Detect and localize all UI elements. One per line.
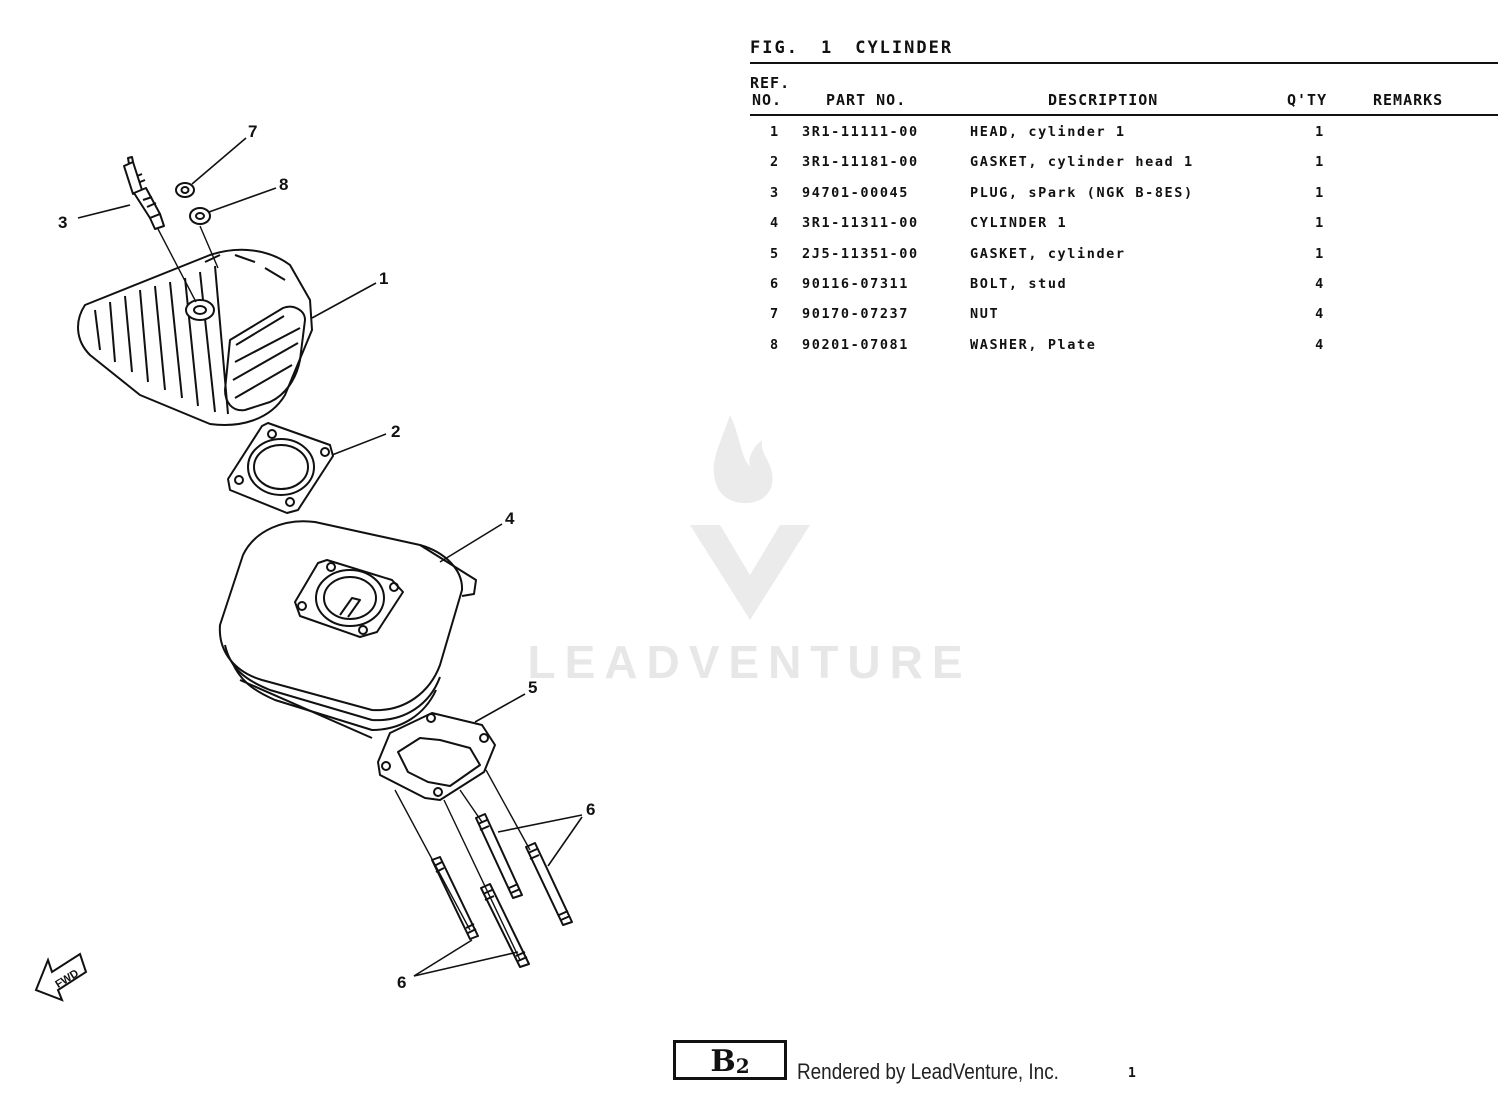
description: BOLT, stud [970,275,1068,292]
table-row: 7 90170-07237 NUT 4 [750,298,1500,328]
alignment-lines [157,225,531,961]
figure-label: FIG. [750,38,799,58]
description: PLUG, sPark (NGK B-8ES) [970,184,1194,201]
table-header: REF. NO. PART NO. DESCRIPTION Q'TY REMAR… [750,64,1500,114]
header-qty: Q'TY [1287,91,1328,109]
header-description: DESCRIPTION [1048,91,1159,109]
part-no: 3R1-11181-00 [802,154,919,171]
spark-plug-part [123,156,165,230]
ref-no: 4 [770,215,780,232]
head-gasket-part [227,422,334,514]
callout-3: 3 [58,213,67,232]
ref-no: 6 [770,275,780,292]
part-no: 94701-00045 [802,184,910,201]
parts-list: FIG. 1 CYLINDER REF. NO. PART NO. DESCRIPT… [750,38,1500,359]
callout-6-lower: 6 [397,973,406,992]
quantity: 1 [1315,154,1325,171]
header-rule [750,114,1498,116]
callout-4: 4 [505,509,515,528]
quantity: 4 [1315,336,1325,353]
washer-part [189,207,211,225]
table-row: 4 3R1-11311-00 CYLINDER 1 1 [750,207,1500,237]
part-no: 3R1-11111-00 [802,124,919,140]
figure-number: 1 [820,38,834,58]
header-remarks: REMARKS [1373,91,1444,109]
ref-no: 8 [770,336,780,353]
header-part-no: PART NO. [826,91,907,109]
quantity: 4 [1315,275,1325,292]
description: GASKET, cylinder head 1 [970,154,1194,171]
quantity: 4 [1315,306,1325,323]
table-row: 6 90116-07311 BOLT, stud 4 [750,268,1500,298]
description: NUT [970,306,1000,323]
part-no: 90170-07237 [802,306,910,323]
exploded-parts-diagram: 3 7 8 1 2 4 5 6 6 FWD [34,122,595,1002]
page-code-digit: 2 [735,1054,750,1078]
callout-1: 1 [379,269,388,288]
callout-6-upper: 6 [586,800,595,819]
description: WASHER, Plate [970,336,1097,353]
quantity: 1 [1315,184,1325,201]
description: CYLINDER 1 [970,215,1068,232]
description: GASKET, cylinder [970,245,1126,262]
page-footer: B2 Rendered by LeadVenture, Inc. 1 [673,1040,1173,1086]
rendered-by-text: Rendered by LeadVenture, Inc. [797,1059,1059,1084]
leadventure-watermark: LEADVENTURE [487,405,1012,689]
ref-no: 2 [770,154,780,171]
ref-no: 3 [770,184,780,201]
page-code-box: B2 [673,1040,787,1080]
leader-lines [77,137,583,977]
ref-no: 5 [770,245,780,262]
figure-title: FIG. 1 CYLINDER [750,38,1500,62]
header-ref-line2: NO. [752,91,783,109]
header-ref-line1: REF. [750,74,791,92]
leadventure-logo-icon [689,415,810,620]
cylinder-head-part [77,248,313,426]
callout-8: 8 [279,175,288,194]
quantity: 1 [1315,124,1325,140]
callout-7: 7 [248,122,257,141]
part-no: 2J5-11351-00 [802,245,919,262]
part-no: 3R1-11311-00 [802,215,919,232]
part-no: 90116-07311 [802,275,910,292]
nut-part [175,182,195,198]
part-no: 90201-07081 [802,336,910,353]
callout-2: 2 [391,422,400,441]
table-row: 8 90201-07081 WASHER, Plate 4 [750,329,1500,359]
page-number: 1 [1128,1066,1136,1081]
ref-no: 1 [770,124,780,140]
table-row: 3 94701-00045 PLUG, sPark (NGK B-8ES) 1 [750,177,1500,207]
quantity: 1 [1315,245,1325,262]
stud-bolts-part [431,813,573,968]
table-row: 1 3R1-11111-00 HEAD, cylinder 1 1 [750,116,1500,146]
page-code-letter: B [710,1044,736,1079]
base-gasket-part [377,712,496,801]
watermark-text: LEADVENTURE [527,636,972,688]
title-rule [750,62,1498,64]
callout-5: 5 [528,678,537,697]
description: HEAD, cylinder 1 [970,124,1126,140]
table-row: 5 2J5-11351-00 GASKET, cylinder 1 [750,238,1500,268]
quantity: 1 [1315,215,1325,232]
table-row: 2 3R1-11181-00 GASKET, cylinder head 1 1 [750,146,1500,176]
ref-no: 7 [770,306,780,323]
cylinder-part [218,520,477,739]
figure-name: CYLINDER [855,38,954,58]
fwd-arrow-icon: FWD [34,952,88,1002]
